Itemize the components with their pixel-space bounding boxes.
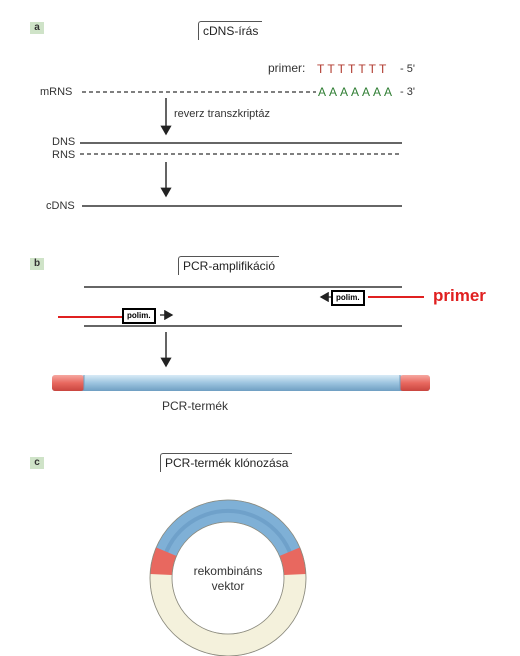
enzyme-label: reverz transzkriptáz (174, 108, 270, 120)
polim-right-box: polim. (331, 290, 365, 306)
panel-a-badge: a (30, 22, 44, 34)
pcr-product-label: PCR-termék (162, 399, 229, 413)
vector-label-line2: vektor (211, 579, 245, 593)
panel-b-badge: b (30, 258, 44, 270)
primer-annotation-label: primer (433, 286, 486, 305)
panel-b-title: PCR-amplifikáció (178, 256, 280, 275)
dns-label: DNS (52, 136, 76, 148)
recombinant-vector-ring (149, 499, 307, 656)
cdns-label: cDNS (46, 200, 75, 212)
panel-c-title: PCR-termék klónozása (160, 453, 293, 472)
polya-3-end-label: - 3' (400, 86, 415, 98)
primer-5-end-label: - 5' (400, 63, 415, 75)
rns-label: RNS (52, 149, 76, 161)
panel-c-badge: c (30, 457, 44, 469)
polya-sequence: AAAAAAA (318, 85, 396, 99)
polim-left-box: polim. (122, 308, 156, 324)
primer-prefix-label: primer: (268, 61, 306, 75)
pcr-product-tube (52, 375, 430, 391)
panel-a-title: cDNS-írás (198, 21, 263, 40)
vector-label-line1: rekombináns (193, 564, 263, 578)
mrns-label: mRNS (40, 86, 73, 98)
primer-t-sequence: TTTTTTT (317, 62, 390, 76)
